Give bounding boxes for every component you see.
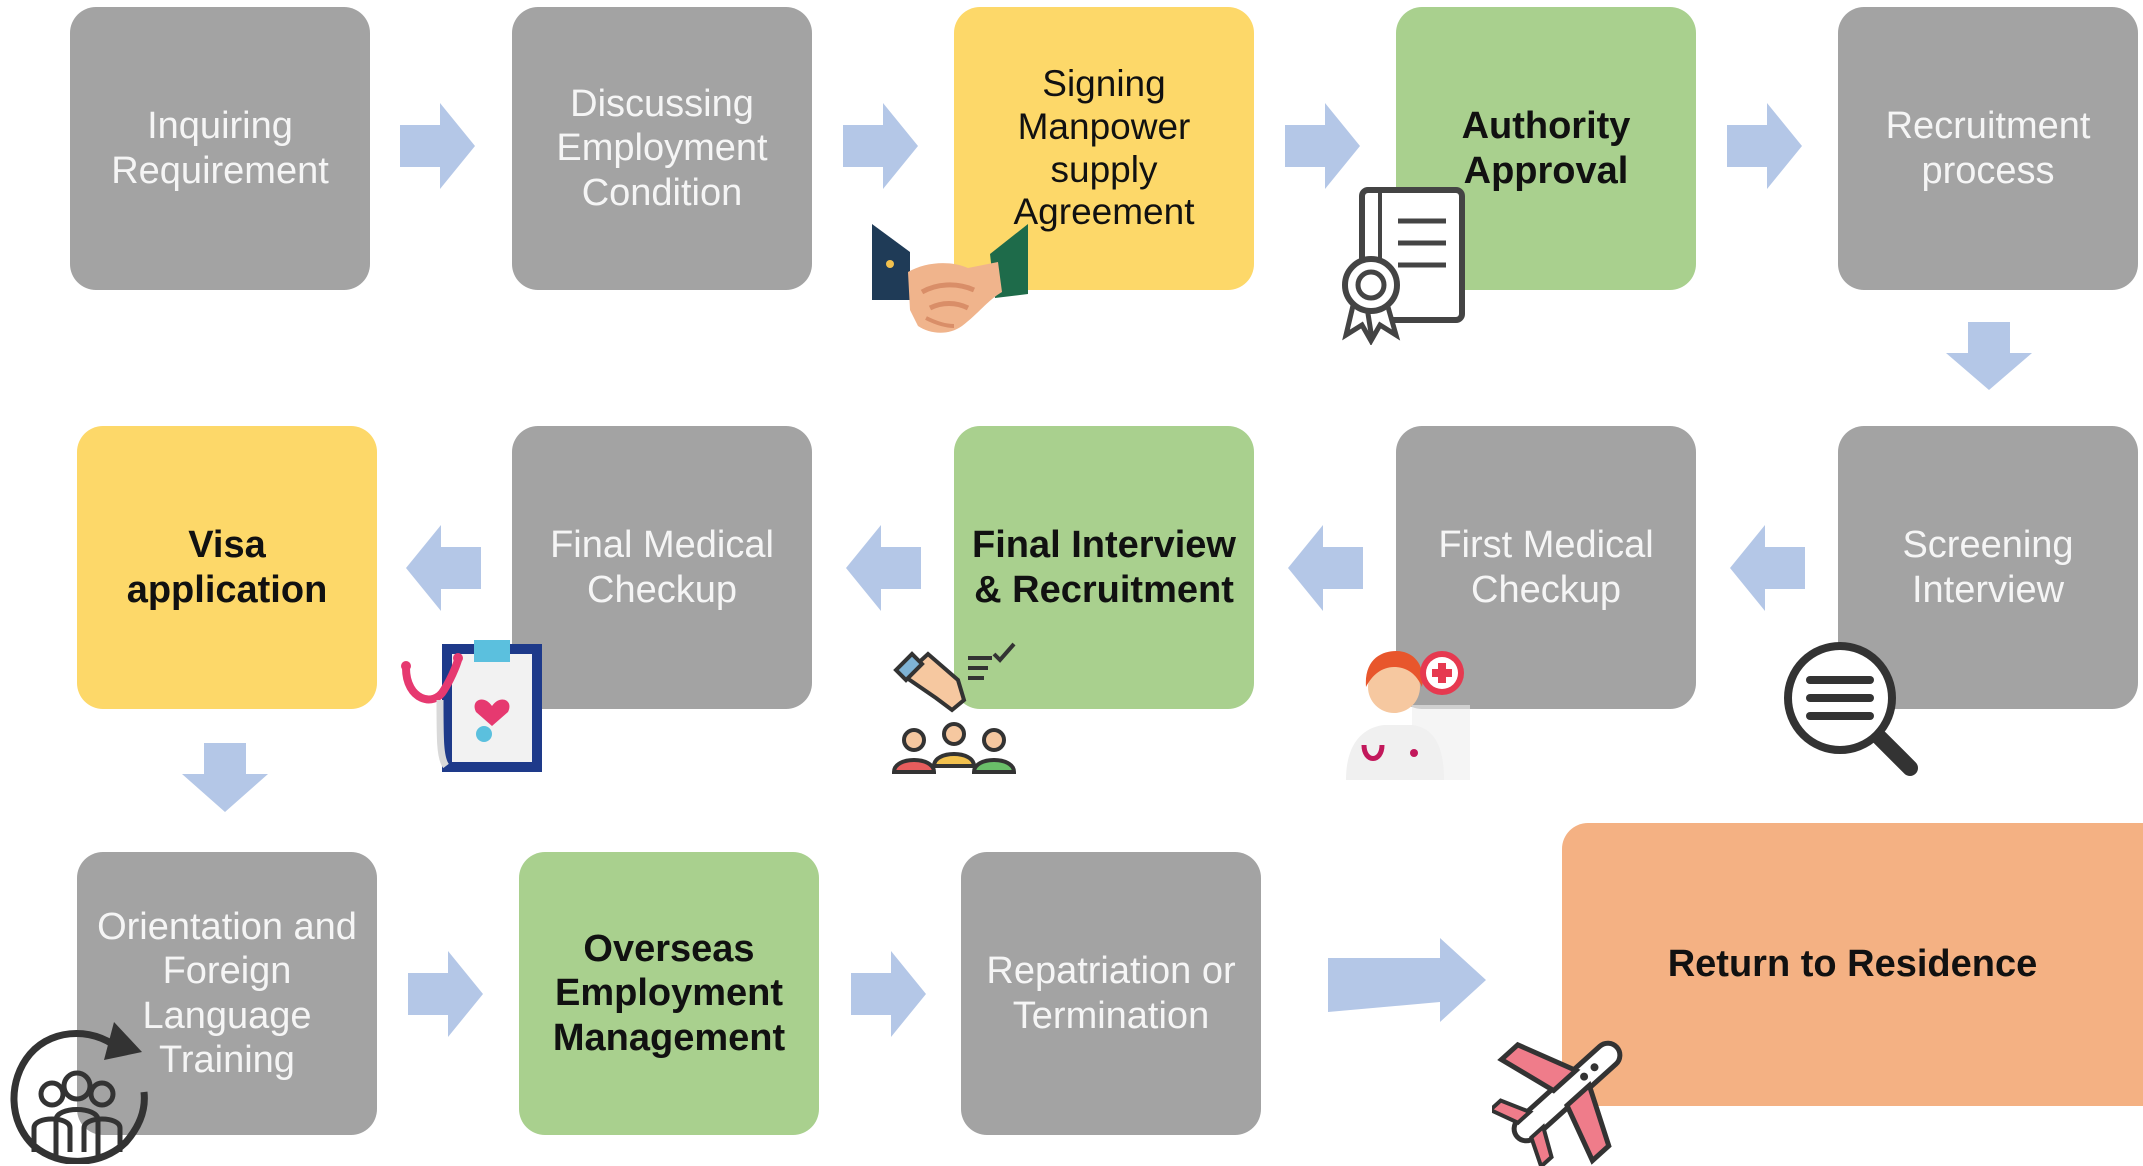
step-signing: Signing Manpower supply Agreement bbox=[954, 7, 1254, 290]
arrow-left-1 bbox=[1730, 525, 1805, 611]
step-return: Return to Residence bbox=[1562, 823, 2143, 1106]
arrow-right-2 bbox=[843, 103, 918, 189]
arrow-right-6 bbox=[851, 951, 926, 1037]
arrow-right-1 bbox=[400, 103, 475, 189]
step-label: Final Medical Checkup bbox=[550, 524, 774, 611]
arrow-right-3 bbox=[1285, 103, 1360, 189]
step-label: Signing Manpower supply Agreement bbox=[1013, 62, 1195, 233]
step-final-medical: Final Medical Checkup bbox=[512, 426, 812, 709]
arrow-right-5 bbox=[408, 951, 483, 1037]
arrow-left-3 bbox=[846, 525, 921, 611]
arrow-down-2 bbox=[182, 743, 268, 812]
step-label: Visa application bbox=[126, 524, 328, 611]
step-label: Overseas Employment Management bbox=[552, 928, 786, 1059]
arrow-right-4 bbox=[1727, 103, 1802, 189]
step-label: Inquiring Requirement bbox=[111, 105, 329, 192]
step-repatriation: Repatriation or Termination bbox=[961, 852, 1261, 1135]
step-discussing: Discussing Employment Condition bbox=[512, 7, 812, 290]
step-label: Repatriation or Termination bbox=[986, 950, 1236, 1037]
arrow-down-1 bbox=[1946, 322, 2032, 390]
step-label: Authority Approval bbox=[1461, 105, 1631, 192]
airplane-icon bbox=[1492, 1040, 1623, 1166]
step-label: First Medical Checkup bbox=[1438, 524, 1654, 611]
arrow-left-2 bbox=[1288, 525, 1363, 611]
step-inquiring: Inquiring Requirement bbox=[70, 7, 370, 290]
step-screening: Screening Interview bbox=[1838, 426, 2138, 709]
candidate-selection-icon bbox=[891, 642, 1017, 774]
step-overseas: Overseas Employment Management bbox=[519, 852, 819, 1135]
step-visa: Visa application bbox=[77, 426, 377, 709]
medical-clipboard-icon bbox=[401, 640, 542, 772]
step-label: Return to Residence bbox=[1667, 943, 2038, 986]
certificate-icon bbox=[1342, 187, 1465, 345]
step-final-interview: Final Interview & Recruitment bbox=[954, 426, 1254, 709]
step-orientation: Orientation and Foreign Language Trainin… bbox=[77, 852, 377, 1135]
step-label: Discussing Employment Condition bbox=[556, 83, 768, 214]
doctor-icon bbox=[1346, 651, 1470, 780]
step-label: Recruitment process bbox=[1885, 105, 2091, 192]
step-label: Orientation and Foreign Language Trainin… bbox=[97, 906, 357, 1081]
arrow-left-4 bbox=[406, 525, 481, 611]
step-recruitment: Recruitment process bbox=[1838, 7, 2138, 290]
step-label: Final Interview & Recruitment bbox=[972, 524, 1236, 611]
team-cycle-icon bbox=[10, 1022, 148, 1164]
handshake-icon bbox=[872, 224, 1028, 333]
step-label: Screening Interview bbox=[1902, 524, 2074, 611]
search-document-icon bbox=[1784, 642, 1918, 776]
arrow-right-7 bbox=[1328, 938, 1486, 1022]
